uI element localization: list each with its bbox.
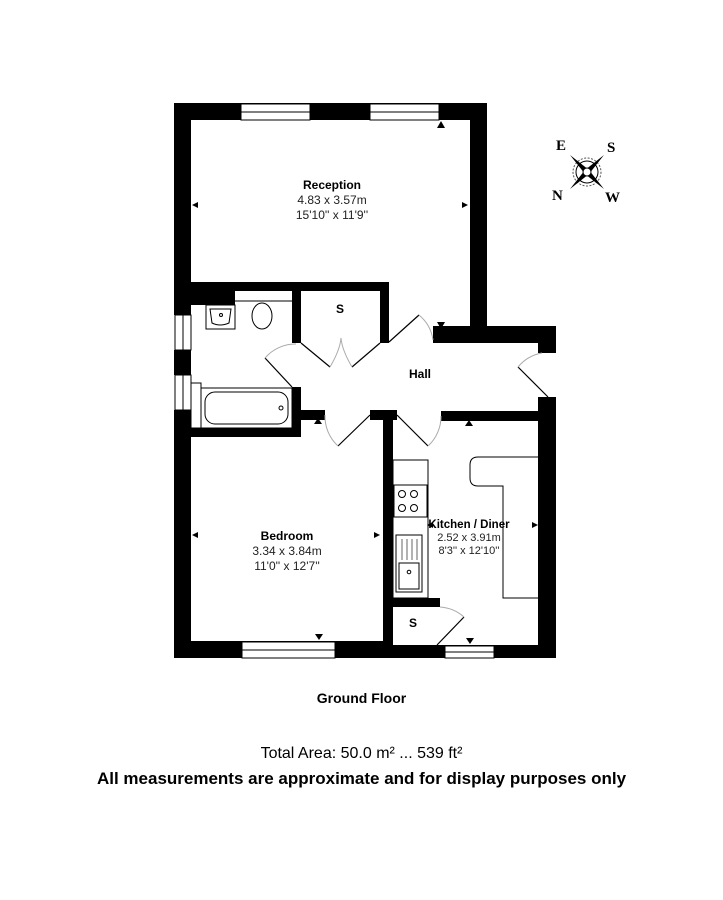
toilet-icon	[251, 302, 273, 330]
hob-icon	[393, 484, 428, 518]
walls	[174, 103, 556, 658]
measure-arrows	[192, 121, 538, 644]
total-area: Total Area: 50.0 m² ... 539 ft²	[260, 745, 463, 762]
doors	[264, 314, 549, 646]
disclaimer: All measurements are approximate and for…	[96, 769, 627, 788]
room-dim-metric: 3.34 x 3.84m	[252, 544, 322, 558]
storage-label-upper: S	[335, 302, 345, 316]
compass-letter-n: N	[552, 188, 563, 204]
room-label-bedroom: Bedroom 3.34 x 3.84m 11'0'' x 12'7''	[252, 529, 321, 574]
compass-icon	[570, 155, 604, 189]
room-dim-imperial: 15'10'' x 11'9''	[295, 208, 369, 222]
room-dim-imperial: 8'3'' x 12'10''	[438, 544, 500, 557]
room-label-reception: Reception 4.83 x 3.57m 15'10'' x 11'9''	[296, 178, 368, 223]
room-name: Bedroom	[260, 529, 314, 543]
storage-label-kitchen: S	[408, 616, 418, 630]
counter-l-shape	[469, 456, 538, 599]
floor-title: Ground Floor	[316, 690, 407, 706]
floor-plan	[174, 103, 556, 659]
room-name: Reception	[302, 178, 361, 192]
compass-letter-e: E	[556, 138, 567, 154]
hall-label: Hall	[408, 367, 432, 381]
windows	[174, 103, 495, 659]
compass-letter-w: W	[605, 190, 620, 206]
room-dim-imperial: 11'0'' x 12'7''	[254, 559, 320, 573]
room-name: Kitchen / Diner	[428, 519, 510, 531]
compass-rose: E S N W	[548, 136, 628, 212]
room-label-kitchen: Kitchen / Diner 2.52 x 3.91m 8'3'' x 12'…	[428, 519, 509, 558]
fixtures	[190, 300, 538, 599]
room-dim-metric: 2.52 x 3.91m	[437, 532, 501, 545]
compass-letter-s: S	[607, 140, 616, 156]
room-dim-metric: 4.83 x 3.57m	[297, 193, 367, 207]
